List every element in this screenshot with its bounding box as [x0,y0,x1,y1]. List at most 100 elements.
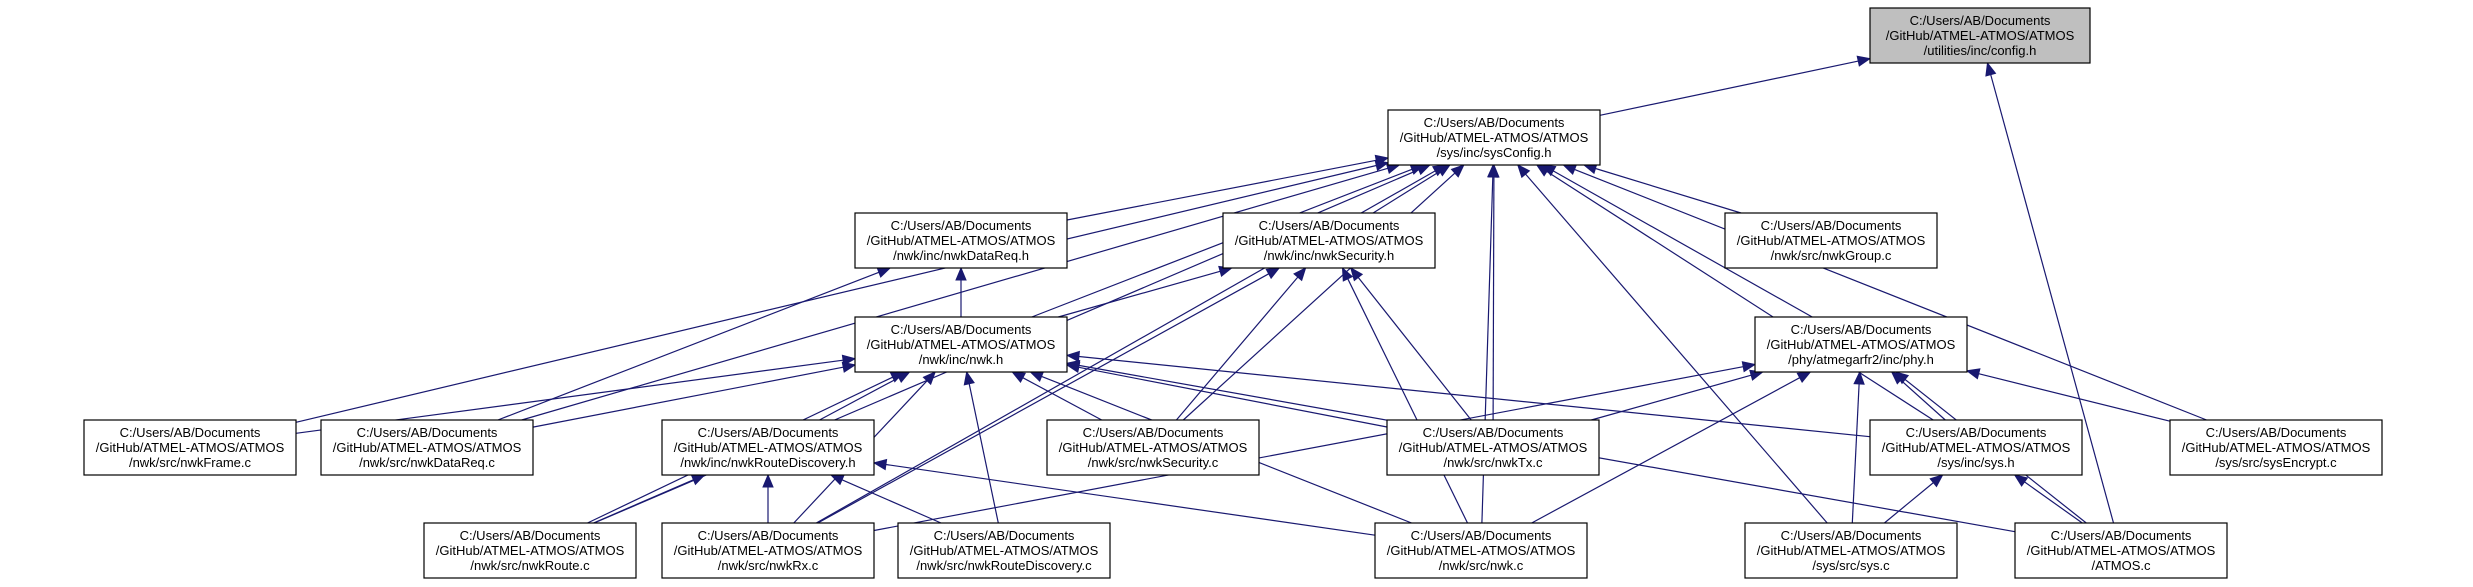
node-label-line: /GitHub/ATMEL-ATMOS/ATMOS [1767,337,1956,352]
node-label-line: C:/Users/AB/Documents [698,528,839,543]
node-box [1869,7,2091,64]
edge-line [1022,377,1102,421]
node-label-line: /GitHub/ATMEL-ATMOS/ATMOS [674,440,863,455]
edge-sys-config-to-config [1599,55,1872,116]
node-nwk-route-discovery-c[interactable]: C:/Users/AB/Documents/GitHub/ATMEL-ATMOS… [897,522,1111,579]
node-config[interactable]: C:/Users/AB/Documents/GitHub/ATMEL-ATMOS… [1869,7,2091,64]
node-sys-h[interactable]: C:/Users/AB/Documents/GitHub/ATMEL-ATMOS… [1869,419,2083,476]
node-box [1724,212,1938,269]
edge-line [1347,278,1469,524]
edge-sys-c-to-sys-h [1884,474,1944,524]
node-box [854,316,1068,373]
node-label-line: /GitHub/ATMEL-ATMOS/ATMOS [1400,130,1589,145]
node-atmos-c[interactable]: C:/Users/AB/Documents/GitHub/ATMEL-ATMOS… [2014,522,2228,579]
edge-arrowhead [1929,474,1944,488]
edge-atmos-c-to-config [1985,61,2115,524]
node-label-line: /sys/inc/sys.h [1937,455,2014,470]
node-label-line: /nwk/src/nwkRouteDiscovery.c [916,558,1092,573]
node-box [1869,419,2083,476]
node-label-line: C:/Users/AB/Documents [2206,425,2347,440]
node-nwk-security-h[interactable]: C:/Users/AB/Documents/GitHub/ATMEL-ATMOS… [1222,212,1436,269]
node-nwk-data-req-h[interactable]: C:/Users/AB/Documents/GitHub/ATMEL-ATMOS… [854,212,1068,269]
edge-nwk-route-discovery-c-to-nwk-h [963,370,999,524]
edge-line [968,383,999,524]
node-label-line: /sys/inc/sysConfig.h [1437,145,1552,160]
node-sys-config[interactable]: C:/Users/AB/Documents/GitHub/ATMEL-ATMOS… [1387,109,1601,166]
edge-nwk-rx-c-to-nwk-route-discovery-h [762,473,774,523]
edge-nwk-c-to-nwk-security-h [1341,266,1469,524]
edge-sys-h-to-nwk-h [1065,350,1871,438]
node-label-line: /GitHub/ATMEL-ATMOS/ATMOS [96,440,285,455]
node-nwk-frame-c[interactable]: C:/Users/AB/Documents/GitHub/ATMEL-ATMOS… [83,419,297,476]
edge-arrowhead [1985,61,1997,77]
node-label-line: /sys/src/sysEncrypt.c [2215,455,2337,470]
edge-line [841,479,942,524]
node-label-line: /nwk/src/nwkTx.c [1444,455,1543,470]
edge-arrowhead [1293,267,1307,282]
node-label-line: /nwk/src/nwkRoute.c [470,558,590,573]
edge-line [1978,373,2171,422]
node-box [1374,522,1588,579]
node-nwk-group-c[interactable]: C:/Users/AB/Documents/GitHub/ATMEL-ATMOS… [1724,212,1938,269]
edge-line [1599,60,1859,116]
edge-line [1531,377,1800,524]
node-nwk-rx-c[interactable]: C:/Users/AB/Documents/GitHub/ATMEL-ATMOS… [661,522,875,579]
node-box [1754,316,1968,373]
node-nwk-c[interactable]: C:/Users/AB/Documents/GitHub/ATMEL-ATMOS… [1374,522,1588,579]
node-label-line: C:/Users/AB/Documents [120,425,261,440]
edge-arrowhead [955,266,967,281]
edge-arrowhead [1341,266,1354,282]
edge-arrowhead [1450,164,1465,178]
edge-arrowhead [1741,361,1757,373]
edge-line [2024,481,2083,524]
edge-line [1492,176,1495,421]
node-label-line: C:/Users/AB/Documents [1259,218,1400,233]
node-phy-h[interactable]: C:/Users/AB/Documents/GitHub/ATMEL-ATMOS… [1754,316,1968,373]
node-nwk-data-req-c[interactable]: C:/Users/AB/Documents/GitHub/ATMEL-ATMOS… [320,419,534,476]
edge-arrowhead [1487,163,1499,178]
edge-arrowhead [2013,474,2029,487]
node-nwk-route-c[interactable]: C:/Users/AB/Documents/GitHub/ATMEL-ATMOS… [423,522,637,579]
edge-sys-encrypt-c-to-sys-config [1562,164,2207,421]
edge-nwk-tx-c-to-sys-config [1488,163,1500,421]
node-nwk-h[interactable]: C:/Users/AB/Documents/GitHub/ATMEL-ATMOS… [854,316,1068,373]
node-label-line: C:/Users/AB/Documents [698,425,839,440]
edge-arrowhead [1796,371,1812,383]
node-nwk-route-discovery-h[interactable]: C:/Users/AB/Documents/GitHub/ATMEL-ATMOS… [661,419,875,476]
edge-line [1078,366,1388,428]
edge-arrowhead [1029,371,1045,382]
node-sys-encrypt-c[interactable]: C:/Users/AB/Documents/GitHub/ATMEL-ATMOS… [2169,419,2383,476]
edge-sys-c-to-phy-h [1851,370,1865,524]
edge-arrowhead [1431,164,1447,177]
edge-arrowhead [829,474,845,486]
node-nwk-tx-c[interactable]: C:/Users/AB/Documents/GitHub/ATMEL-ATMOS… [1386,419,1600,476]
edge-nwk-security-c-to-nwk-h [1011,371,1102,421]
edge-line [1175,276,1299,421]
edge-line [1182,172,1456,421]
edge-nwk-data-req-c-to-nwk-h [532,361,857,428]
node-label-line: /nwk/src/nwkSecurity.c [1088,455,1219,470]
node-box [1744,522,1958,579]
node-box [1046,419,1260,476]
node-box [83,419,297,476]
edge-line [1357,277,1472,421]
edge-line [819,377,900,421]
edge-line [1591,374,1752,421]
edge-line [817,273,1269,524]
node-nwk-security-c[interactable]: C:/Users/AB/Documents/GitHub/ATMEL-ATMOS… [1046,419,1260,476]
edge-arrowhead [1374,159,1390,172]
node-label-line: /GitHub/ATMEL-ATMOS/ATMOS [1882,440,2071,455]
edge-arrowhead [1416,164,1431,176]
edge-nwk-security-c-to-nwk-security-h [1175,267,1307,421]
node-label-line: /GitHub/ATMEL-ATMOS/ATMOS [333,440,522,455]
edge-nwk-group-c-to-sys-config [1582,163,1742,214]
edge-nwk-h-to-nwk-data-req-h [955,266,967,317]
edge-arrowhead [1516,164,1531,179]
node-label-line: /nwk/inc/nwkSecurity.h [1264,248,1395,263]
edge-arrowhead [1265,267,1281,280]
node-sys-c[interactable]: C:/Users/AB/Documents/GitHub/ATMEL-ATMOS… [1744,522,1958,579]
node-box [897,522,1111,579]
node-label-line: /nwk/inc/nwkRouteDiscovery.h [680,455,855,470]
edge-arrowhead [963,370,975,386]
